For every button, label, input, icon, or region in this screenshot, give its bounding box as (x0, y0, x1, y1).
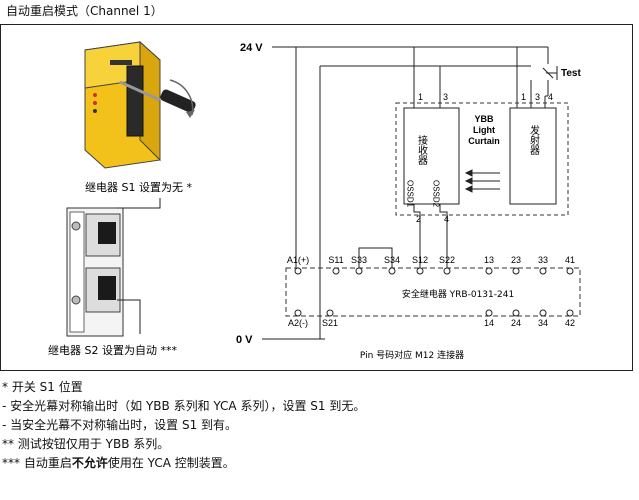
pin-rx-3: 3 (443, 92, 448, 102)
top-terminal-label-4: S12 (412, 255, 428, 265)
leader-s2 (117, 299, 141, 334)
diagram-frame (0, 24, 633, 371)
pin-caption: Pin 号码对应 M12 连接器 (360, 349, 464, 361)
pin-ossd-4: 4 (444, 214, 449, 224)
bottom-terminal-label-2: 14 (484, 318, 494, 328)
ossd1-label: OSSD1 (406, 180, 415, 208)
light-beam-arrows (464, 169, 500, 193)
receiver-box (403, 107, 460, 205)
label-24v: 24 V (240, 42, 263, 54)
top-terminal-2 (355, 267, 363, 275)
bottom-terminal-1 (326, 309, 334, 317)
top-terminal-9 (566, 267, 574, 275)
footnotes: * 开关 S1 位置 - 安全光幕对称输出时（如 YBB 系列和 YCA 系列）… (2, 378, 365, 473)
note-3: - 当安全光幕不对称输出时，设置 S1 到有。 (2, 418, 238, 432)
top-terminal-4 (416, 267, 424, 275)
top-terminal-label-3: S34 (384, 255, 400, 265)
bottom-terminal-label-5: 42 (565, 318, 575, 328)
emitter-box (509, 107, 557, 205)
bottom-terminal-label-3: 24 (511, 318, 521, 328)
curtain-label-3: Curtain (468, 136, 500, 146)
relay-name: 安全继电器 YRB-0131-241 (402, 288, 514, 300)
top-terminal-1 (332, 267, 340, 275)
leader-s1 (117, 198, 161, 209)
note-2: - 安全光幕对称输出时（如 YBB 系列和 YCA 系列），设置 S1 到无。 (2, 399, 366, 413)
dip-switch-illustration (66, 207, 124, 337)
top-terminal-label-1: S11 (328, 255, 343, 265)
pin-ossd-2: 2 (416, 214, 421, 224)
top-terminal-label-9: 41 (565, 255, 575, 265)
top-terminal-label-0: A1(+) (287, 255, 309, 265)
light-curtain-enclosure (395, 102, 569, 216)
top-terminal-label-7: 23 (511, 255, 521, 265)
top-terminal-label-2: S33 (351, 255, 367, 265)
note-5-bold: 不允许 (71, 456, 108, 470)
note-5: *** 自动重启不允许使用在 YCA 控制装置。 (2, 454, 365, 473)
pin-tx-3: 3 (535, 92, 540, 102)
bottom-terminal-label-0: A2(-) (288, 318, 308, 328)
label-test: Test (561, 68, 581, 79)
top-terminal-6 (485, 267, 493, 275)
bottom-terminal-0 (294, 309, 302, 317)
bottom-terminal-label-4: 34 (538, 318, 548, 328)
relay-illustration (84, 40, 196, 169)
note-5-pre: *** 自动重启 (2, 456, 72, 470)
bottom-terminal-2 (485, 309, 493, 317)
bottom-terminal-5 (566, 309, 574, 317)
note-4: ** 测试按钮仅用于 YBB 系列。 (2, 437, 170, 451)
bottom-terminal-label-1: S21 (322, 318, 338, 328)
label-0v: 0 V (236, 334, 253, 346)
curtain-label-2: Light (473, 125, 495, 135)
bottom-terminal-4 (539, 309, 547, 317)
terminals-bottom: A2(-) S21 14 24 34 42 (288, 309, 575, 328)
diagram-title: 自动重启模式（Channel 1） (6, 4, 163, 18)
top-terminal-label-6: 13 (484, 255, 494, 265)
top-terminal-label-5: S22 (439, 255, 455, 265)
receiver-label: 接收器 (416, 134, 428, 166)
pin-rx-1: 1 (418, 92, 423, 102)
top-terminal-8 (539, 267, 547, 275)
note-1: * 开关 S1 位置 (2, 380, 83, 394)
emitter-label: 发射器 (528, 124, 540, 156)
wire-ossd1 (413, 204, 421, 268)
top-terminal-label-8: 33 (538, 255, 548, 265)
top-terminal-7 (512, 267, 520, 275)
top-terminal-5 (443, 267, 451, 275)
note-5-post: 使用在 YCA 控制装置。 (107, 456, 235, 470)
bridge-s33-s34 (358, 247, 393, 268)
pin-tx-4: 4 (548, 92, 553, 102)
terminals-top: A1(+) S11 S33 S34 S12 S22 13 23 33 41 (287, 255, 575, 275)
ossd2-label: OSSD2 (432, 180, 441, 208)
top-terminal-0 (294, 267, 302, 275)
relay-s2-caption: 继电器 S2 设置为自动 *** (48, 344, 177, 357)
bottom-terminal-3 (512, 309, 520, 317)
curtain-label-1: YBB (474, 114, 494, 124)
relay-s1-caption: 继电器 S1 设置为无 * (85, 181, 192, 194)
pin-tx-1: 1 (521, 92, 526, 102)
wire-ossd2 (439, 204, 448, 268)
top-terminal-3 (388, 267, 396, 275)
safety-relay-box (285, 267, 581, 317)
